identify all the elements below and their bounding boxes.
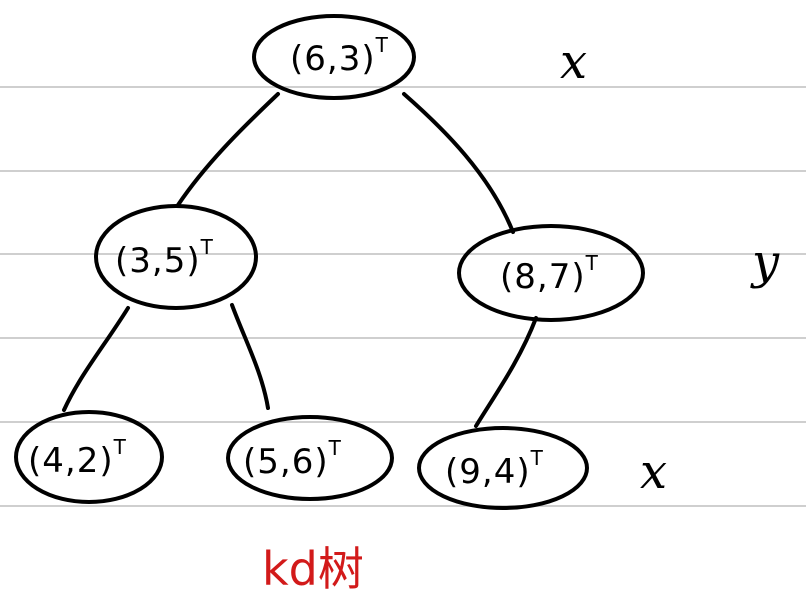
node-label-sup: T: [328, 436, 342, 460]
node-label: (5,6)T: [243, 436, 342, 482]
tree-node-left-left: (4,2)T: [14, 410, 164, 504]
node-label: (6,3)T: [290, 33, 389, 79]
edge-left-leftleft: [62, 306, 130, 412]
node-label-text: (4,2): [28, 441, 114, 481]
node-label-sup: T: [200, 235, 214, 259]
node-label-text: (8,7): [500, 257, 586, 297]
level-label-depth-1: y: [750, 234, 780, 290]
edge-root-left: [176, 92, 280, 207]
edge-right-rightleft: [474, 316, 538, 428]
level-label-depth-2: x: [640, 444, 667, 500]
node-label-sup: T: [113, 435, 127, 459]
edge-root-right: [402, 92, 515, 234]
tree-node-left-right: (5,6)T: [226, 415, 394, 501]
tree-node-right-left: (9,4)T: [417, 426, 589, 510]
tree-edges: [62, 92, 538, 428]
edge-left-leftright: [230, 303, 270, 410]
tree-node-left: (3,5)T: [94, 204, 258, 310]
node-label-sup: T: [585, 251, 599, 275]
node-label: (8,7)T: [500, 251, 599, 297]
node-ellipse: [14, 410, 164, 504]
node-label: (9,4)T: [445, 446, 544, 492]
node-label-text: (5,6): [243, 442, 329, 482]
node-label-text: (9,4): [445, 452, 531, 492]
node-label: (4,2)T: [28, 435, 127, 481]
node-label-text: (6,3): [290, 39, 376, 79]
tree-node-root: (6,3)T: [252, 14, 416, 100]
node-label-sup: T: [530, 446, 544, 470]
diagram-caption: kd树: [262, 542, 364, 594]
node-ellipse: [226, 415, 394, 501]
node-ellipse: [417, 426, 589, 510]
node-label-text: (3,5): [115, 241, 201, 281]
level-label-depth-0: x: [560, 34, 587, 90]
node-ellipse: [252, 14, 416, 100]
node-label-sup: T: [375, 33, 389, 57]
node-ellipse: [457, 224, 645, 322]
tree-node-right: (8,7)T: [457, 224, 645, 322]
node-ellipse: [94, 204, 258, 310]
node-label: (3,5)T: [115, 235, 214, 281]
